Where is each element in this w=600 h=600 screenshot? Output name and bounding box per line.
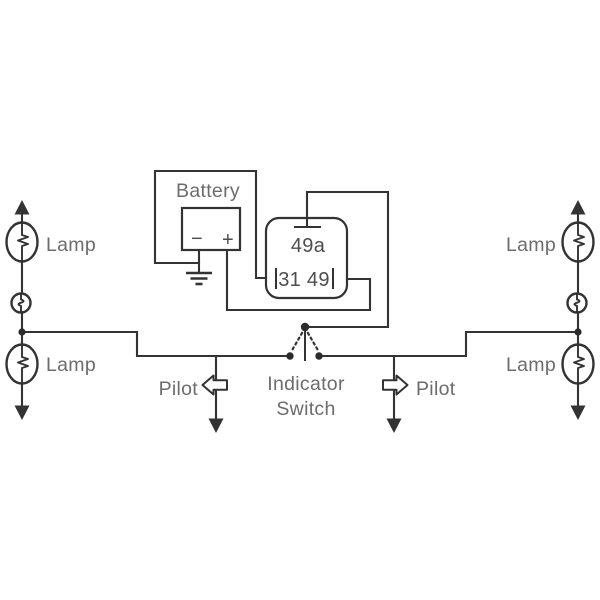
lamp-label: Lamp	[506, 234, 556, 256]
arrow-up-icon	[570, 200, 586, 215]
wire-relay31-battery-ground-loop	[153, 169, 268, 280]
pilot-label: Pilot	[416, 378, 456, 400]
switch-pivot-dot	[300, 322, 310, 332]
indicator-switch: Indicator Switch	[267, 322, 345, 420]
lamp-label: Lamp	[46, 234, 96, 256]
pilot-arrow-right-icon	[382, 374, 409, 396]
arrow-up-icon	[14, 200, 30, 215]
lamp-icon	[5, 221, 39, 263]
left-rail: Lamp Lamp	[5, 200, 96, 420]
relay-terminal-31-49-label: 31 49	[278, 269, 330, 291]
connector-icon	[10, 292, 32, 314]
battery-plus-label: +	[222, 229, 234, 251]
lamp-icon	[5, 343, 39, 385]
flasher-relay: 49a 31 49	[264, 216, 349, 300]
lamp-icon	[561, 221, 595, 263]
right-pilot: Pilot	[382, 374, 456, 433]
battery-minus-label: −	[191, 228, 203, 250]
switch-throw-right	[303, 326, 321, 354]
lamp-label: Lamp	[506, 354, 556, 376]
wire-left-branch	[20, 330, 292, 358]
battery-label: Battery	[176, 180, 240, 202]
arrow-down-icon	[14, 405, 30, 420]
connector-icon	[566, 292, 588, 314]
pilot-label: Pilot	[159, 378, 199, 400]
wire-right-branch	[317, 330, 580, 358]
junction-dot	[18, 328, 26, 336]
right-rail: Lamp Lamp	[506, 200, 595, 420]
lamp-label: Lamp	[46, 354, 96, 376]
indicator-switch-label-line1: Indicator	[267, 373, 345, 395]
relay-terminal-49a-label: 49a	[291, 235, 326, 257]
switch-throw-left	[289, 326, 307, 354]
lamp-icon	[561, 343, 595, 385]
battery-cell	[180, 206, 242, 252]
switch-contact-dot-right	[315, 352, 323, 360]
junction-dot	[574, 328, 582, 336]
arrow-down-icon	[570, 405, 586, 420]
wire-relay49a-to-switch-pivot	[303, 190, 390, 329]
switch-contact-dot-left	[286, 352, 294, 360]
ground-icon	[186, 271, 212, 286]
pilot-arrow-left-icon	[201, 374, 228, 396]
battery: Battery − +	[176, 180, 242, 286]
indicator-switch-label-line2: Switch	[276, 398, 335, 420]
arrow-down-icon	[208, 418, 224, 433]
wire-battery-plus-to-relay49	[225, 248, 372, 312]
arrow-down-icon	[386, 418, 402, 433]
relay-body	[264, 216, 349, 300]
left-pilot: Pilot	[159, 374, 228, 433]
